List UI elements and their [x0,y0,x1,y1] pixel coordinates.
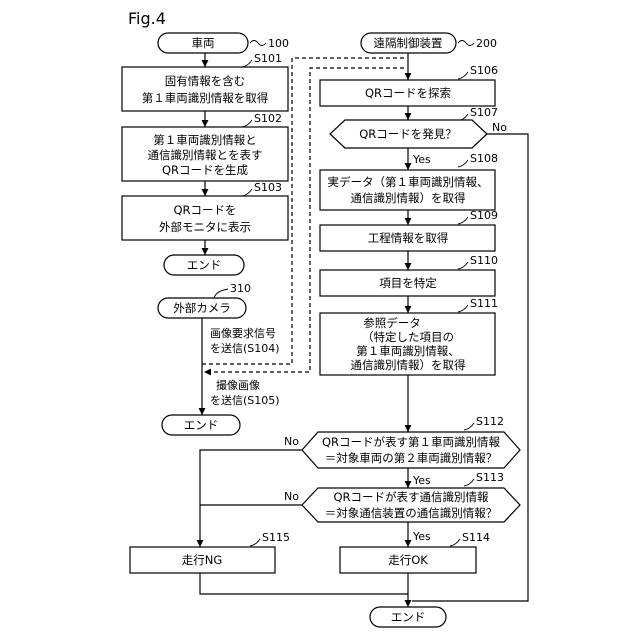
captured-image-line2: を送信(S105) [210,393,280,407]
s115-to-end-path [200,573,408,594]
vehicle-start-label: 車両 [192,36,215,50]
step-leader-s112 [464,423,474,430]
step-leader-s106 [458,72,468,79]
step-label-s106: S106 [470,64,498,77]
camera-flow: 310 外部カメラ 画像要求信号 を送信(S104) 撮像画像 を送信(S105… [158,282,280,435]
vehicle-flow: 車両 100 S101 固有情報を含む 第１車両識別情報を取得 S102 第１車… [122,33,289,275]
step-text-s111-line3: 第１車両識別情報、 [356,344,460,358]
step-leader-s102 [242,120,252,127]
step-label-s109: S109 [470,209,498,222]
step-label-s111: S111 [470,297,498,310]
step-text-s110: 項目を特定 [379,276,437,290]
s112-yes-label: Yes [412,474,431,487]
vehicle-end-label: エンド [187,258,222,272]
step-label-s114: S114 [462,531,490,544]
ref-leader-310 [214,289,228,298]
s113-yes-label: Yes [412,530,431,543]
step-leader-s110 [458,262,468,269]
decision-text-s112-line2: ＝対象車両の第２車両識別情報？ [325,451,498,465]
remote-ref: 200 [476,37,497,50]
decision-text-s112-line1: QRコードが表す第１車両識別情報 [322,435,501,449]
step-label-s101: S101 [254,52,282,65]
step-leader-s109 [458,217,468,224]
step-leader-s101 [242,60,252,67]
remote-start-label: 遠隔制御装置 [374,36,443,50]
step-label-s113: S113 [476,471,504,484]
step-label-s110: S110 [470,254,498,267]
step-text-s101-line2: 第１車両識別情報を取得 [142,91,269,105]
vehicle-ref: 100 [268,37,289,50]
step-text-s102-line1: 第１車両識別情報と [153,133,257,147]
step-leader-s111 [458,305,468,312]
step-text-s102-line3: QRコードを生成 [162,163,249,177]
request-signal-line2: を送信(S104) [210,341,280,355]
step-text-s103-line1: QRコードを [173,203,236,217]
step-label-s112: S112 [476,415,504,428]
camera-start-label: 外部カメラ [173,301,231,315]
step-leader-s108 [458,160,468,167]
decision-text-s107: QRコードを発見？ [359,127,457,141]
decision-text-s113-line2: ＝対象通信装置の通信識別情報？ [325,506,498,520]
s112-no-label: No [284,435,299,448]
step-label-s108: S108 [470,152,498,165]
request-signal-line1: 画像要求信号 [210,327,276,340]
remote-flow: 遠隔制御装置 200 S106 QRコードを探索 S107 QRコードを発見？ … [130,33,528,627]
step-leader-s113 [464,479,474,486]
s107-no-label: No [492,121,507,134]
step-leader-s114 [450,539,460,546]
camera-ref: 310 [230,282,251,295]
s113-no-label: No [284,490,299,503]
figure-label: Fig.4 [128,9,166,28]
step-text-s108-line2: 通信識別情報）を取得 [351,191,466,205]
step-text-s114: 走行OK [388,553,428,567]
step-text-s106: QRコードを探索 [365,86,451,100]
step-text-s111-line1: 参照データ [363,316,421,330]
step-text-s103-line2: 外部モニタに表示 [159,220,251,234]
captured-image-line1: 撮像画像 [216,378,260,392]
step-text-s101-line1: 固有情報を含む [165,74,246,88]
step-label-s115: S115 [262,531,290,544]
ref-leader-200 [458,41,474,46]
step-text-s111-line2: （特定した項目の [362,330,454,344]
step-text-s108-line1: 実データ（第１車両識別情報、 [328,175,489,189]
s107-yes-label: Yes [412,153,431,166]
step-label-s102: S102 [254,112,282,125]
step-text-s111-line4: 通信識別情報）を取得 [351,358,466,372]
step-text-s115: 走行NG [182,553,223,567]
step-text-s102-line2: 通信識別情報とを表す [148,148,263,162]
step-text-s109: 工程情報を取得 [368,231,449,245]
decision-text-s113-line1: QRコードが表す通信識別情報 [333,490,489,504]
remote-end-label: エンド [391,610,426,624]
step-label-s107: S107 [470,106,498,119]
camera-end-label: エンド [184,418,219,432]
step-leader-s115 [250,539,260,546]
ref-leader-100 [250,41,266,46]
step-leader-s103 [242,189,252,196]
step-label-s103: S103 [254,181,282,194]
